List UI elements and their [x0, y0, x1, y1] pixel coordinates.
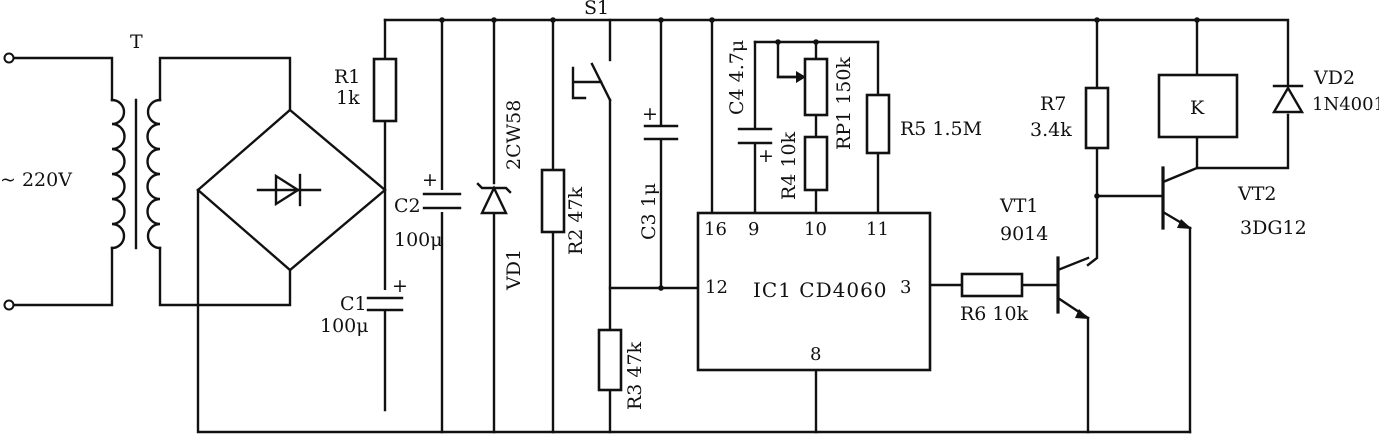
ic-cd4060	[696, 211, 932, 372]
resistor-r2	[540, 168, 566, 234]
vt2-value: 3DG12	[1240, 217, 1307, 239]
c4-label: C4 4.7μ	[726, 40, 748, 115]
ic-pin-10: 10	[804, 219, 827, 240]
relay-ref: K	[1190, 97, 1205, 119]
resistor-r1	[372, 57, 398, 123]
ic-pin-3: 3	[900, 277, 911, 298]
resistor-r4	[803, 135, 829, 192]
transformer-symbol	[110, 98, 162, 250]
c2-ref: C2	[394, 195, 421, 217]
ic-label: IC1 CD4060	[753, 278, 888, 302]
ac-input-terminals	[3, 52, 15, 311]
c3-label: C3 1μ	[638, 183, 660, 240]
r1-ref: R1	[334, 66, 360, 88]
relay-k	[1157, 73, 1239, 139]
ic-pin-12: 12	[705, 277, 728, 298]
vd1-value: 2CW58	[503, 100, 525, 170]
vt2-ref: VT2	[1237, 183, 1276, 205]
c1-value: 100μ	[320, 315, 369, 337]
c4-plus: +	[758, 145, 774, 167]
resistor-r5	[865, 93, 891, 155]
r2-label: R2 47k	[565, 186, 587, 255]
ic-pin-11: 11	[866, 219, 889, 240]
c1-plus: +	[392, 275, 408, 297]
transistor-vt2	[1161, 166, 1199, 230]
switch-s1	[571, 62, 612, 102]
vd1-ref: VD1	[503, 249, 525, 291]
capacitor-c4	[737, 127, 773, 145]
vt1-ref: VT1	[999, 195, 1038, 217]
c2-value: 100μ	[394, 229, 443, 251]
ic-pin-16: 16	[704, 219, 727, 240]
rp1-label: RP1 150k	[833, 57, 855, 150]
transistor-vt1	[1056, 256, 1090, 320]
resistor-r7	[1084, 86, 1110, 150]
capacitor-c1	[366, 290, 404, 312]
junction-dots	[439, 17, 1200, 291]
potentiometer-rp1	[776, 57, 829, 117]
diode-vd2	[1271, 84, 1305, 114]
vd2-value: 1N4001	[1312, 94, 1379, 115]
r7-ref: R7	[1040, 93, 1066, 115]
r4-label: R4 10k	[778, 131, 800, 200]
c1-ref: C1	[340, 293, 367, 315]
zener-diode-vd1	[476, 182, 512, 215]
ic-pin-9: 9	[748, 219, 759, 240]
r3-label: R3 47k	[624, 341, 646, 410]
capacitor-c3	[643, 124, 679, 141]
ac-input-label: ~ 220V	[0, 169, 72, 191]
vd2-ref: VD2	[1313, 67, 1355, 89]
transformer-ref: T	[130, 31, 143, 53]
wires	[10, 18, 1290, 434]
resistor-r6	[960, 272, 1024, 298]
s1-ref: S1	[584, 0, 609, 19]
r1-value: 1k	[336, 87, 360, 109]
r7-value: 3.4k	[1030, 119, 1072, 141]
r5-label: R5 1.5M	[900, 118, 982, 140]
resistor-r3	[597, 328, 623, 392]
ic-pin-8: 8	[810, 344, 821, 365]
c3-plus: +	[642, 103, 658, 125]
capacitor-c2	[422, 190, 462, 212]
c2-plus: +	[422, 169, 438, 191]
vt1-value: 9014	[1000, 223, 1048, 245]
r6-label: R6 10k	[960, 303, 1029, 325]
bridge-rectifier	[196, 108, 387, 272]
